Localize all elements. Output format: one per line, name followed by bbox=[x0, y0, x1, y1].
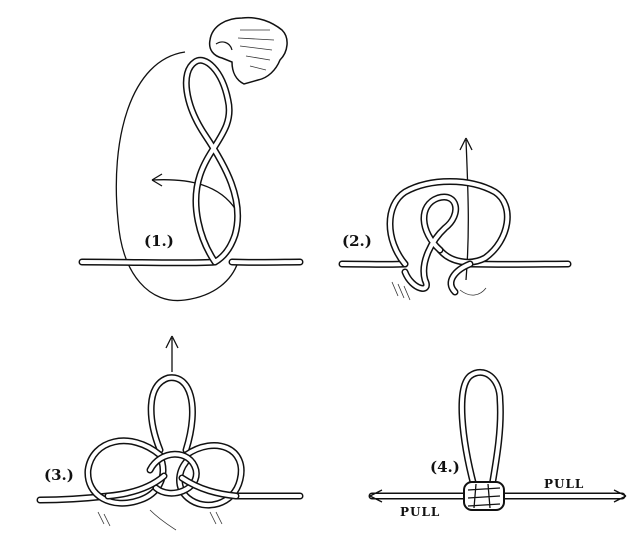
step-4-figure: (4.) PULL PULL bbox=[368, 368, 627, 519]
hand-icon bbox=[208, 16, 288, 85]
step-1-figure: (1.) bbox=[78, 16, 304, 302]
step-3-label: (3.) bbox=[44, 466, 74, 484]
step-4-label: (4.) bbox=[430, 458, 460, 476]
step-1-label: (1.) bbox=[144, 232, 174, 250]
step-2-figure: (2.) bbox=[338, 137, 572, 301]
pull-right-label: PULL bbox=[544, 477, 584, 491]
step-3-figure: (3.) bbox=[36, 335, 304, 531]
pull-left-label: PULL bbox=[400, 505, 440, 519]
step-2-label: (2.) bbox=[342, 232, 372, 250]
